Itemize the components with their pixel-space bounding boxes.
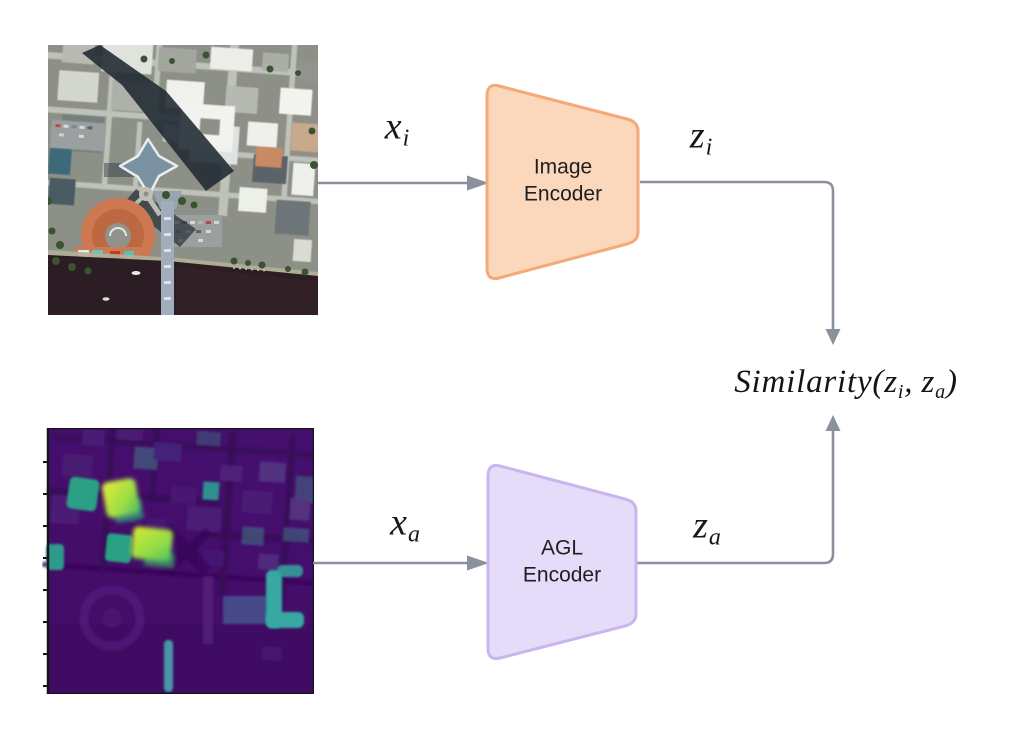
heightmap-low-buildings — [50, 428, 314, 662]
arrow-zi-head — [825, 329, 841, 345]
agl-encoder-shape — [486, 464, 638, 660]
heightmap-frame — [46, 428, 314, 694]
heightmap-tall-buildings — [46, 476, 304, 692]
label-za: za — [693, 507, 721, 550]
image-encoder-shape — [485, 84, 640, 280]
connector-lines — [313, 180, 835, 565]
connector-arrowheads — [467, 175, 841, 571]
label-xa-base: x — [390, 501, 407, 544]
satellite-boats — [102, 267, 265, 301]
similarity-arg1-sub: i — [897, 381, 905, 403]
satellite-trees — [48, 51, 318, 276]
similarity-open-paren: ( — [872, 364, 885, 400]
similarity-separator: , — [904, 364, 913, 400]
arrow-za-head — [825, 415, 841, 431]
agl-encoder-label-line1: AGL — [540, 536, 584, 560]
agl-heightmap-image — [42, 428, 314, 694]
similarity-close-paren: ) — [945, 364, 958, 400]
similarity-arg2-sub: a — [935, 381, 946, 403]
connector-zi-line — [640, 180, 835, 329]
similarity-function-name: Similarity — [734, 364, 873, 400]
label-xi: xi — [385, 108, 410, 151]
image-encoder-label-line1: Image — [533, 155, 593, 179]
agl-encoder-label-line2: Encoder — [522, 564, 602, 587]
label-zi-sub: i — [705, 134, 713, 161]
image-encoder-label-line2: Encoder — [523, 183, 603, 206]
label-xa-sub: a — [407, 521, 420, 548]
label-xa: xa — [390, 504, 420, 547]
similarity-arg1: z — [884, 364, 898, 400]
label-xi-base: x — [384, 105, 402, 148]
arrow-xi-head — [467, 175, 489, 191]
image-encoder-label: Image Encoder — [524, 154, 602, 209]
label-za-sub: a — [708, 524, 721, 551]
satellite-image — [48, 45, 318, 315]
similarity-arg2: z — [921, 364, 936, 400]
satellite-bridge — [153, 191, 182, 315]
agl-encoder-label: AGL Encoder — [523, 535, 601, 590]
similarity-expression: Similarity(zi,za) — [734, 364, 958, 404]
connector-za-line — [636, 431, 835, 565]
label-zi: zi — [690, 117, 712, 160]
arrow-xa-head — [467, 555, 489, 571]
satellite-river — [48, 255, 318, 315]
label-za-base: z — [693, 504, 708, 547]
label-xi-sub: i — [402, 125, 410, 152]
label-zi-base: z — [689, 114, 705, 157]
